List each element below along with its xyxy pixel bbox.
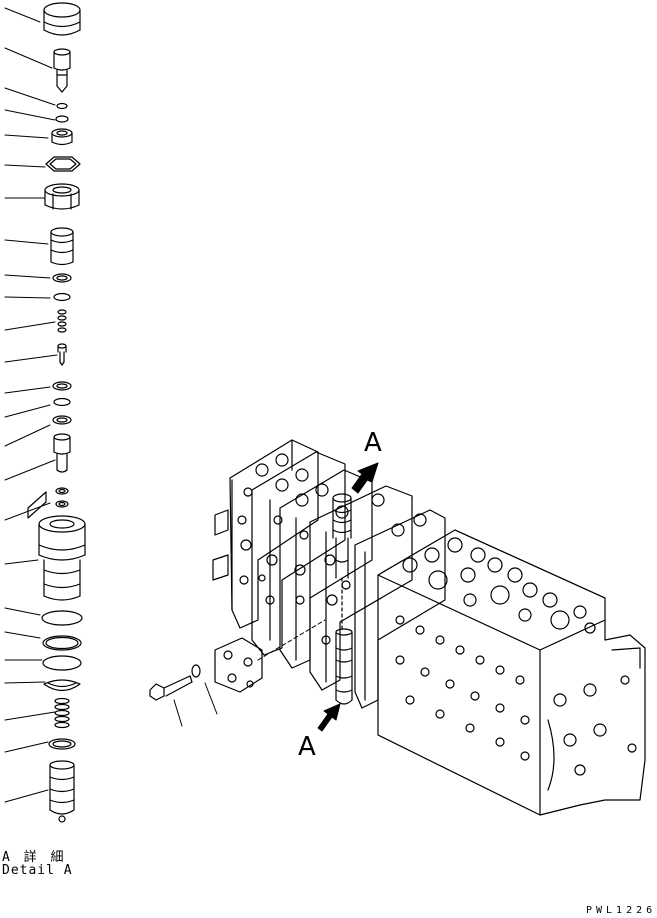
- sleeve: [50, 227, 74, 266]
- valve-housing: [38, 515, 86, 601]
- retainer-ring: [43, 679, 81, 692]
- valve-main-block: [377, 529, 646, 816]
- valve-section-4: [309, 485, 413, 691]
- o-ring-3: [55, 487, 69, 495]
- callout-a-lower: A: [298, 732, 316, 762]
- pilot-plug: [53, 48, 71, 93]
- valve-section-5: [354, 509, 446, 709]
- backup-ring-1: [52, 273, 72, 283]
- detail-a-exploded-parts: [4, 2, 86, 823]
- o-ring-large-2: [42, 655, 82, 671]
- cap-plug: [43, 2, 81, 36]
- o-ring-large-1: [41, 610, 83, 626]
- spring-small: [57, 309, 67, 333]
- backup-ring-3: [52, 415, 72, 425]
- o-ring-small-1: [56, 102, 68, 110]
- backup-ring-large: [42, 635, 82, 651]
- arrow-lower: [317, 703, 341, 732]
- poppet-pin: [57, 343, 67, 366]
- piston: [53, 433, 71, 473]
- relief-valve-assembled: [332, 493, 353, 705]
- washer: [191, 664, 201, 678]
- valve-section-1: [212, 439, 319, 629]
- seat-ring: [48, 738, 76, 750]
- o-ring-1: [53, 292, 71, 302]
- gasket: [45, 156, 81, 172]
- detail-caption-english: Detail A: [2, 863, 73, 878]
- o-ring-small-2: [55, 115, 69, 123]
- bolt: [149, 675, 193, 701]
- backup-ring-2: [52, 381, 72, 391]
- detail-caption-japanese: A 詳 細: [2, 850, 67, 865]
- leader-lines: [4, 7, 58, 803]
- plate: [27, 491, 47, 519]
- callout-a-upper: A: [364, 428, 382, 458]
- end-cover: [214, 637, 263, 693]
- o-ring-2: [53, 397, 71, 407]
- hex-nut-large: [44, 183, 80, 210]
- figure-code: PWL1226: [586, 905, 657, 916]
- valve-section-2: [251, 451, 346, 656]
- lock-nut: [51, 128, 73, 146]
- o-ring-4: [55, 500, 69, 508]
- spool: [49, 760, 75, 823]
- spring: [54, 697, 70, 729]
- arrow-upper: [351, 462, 379, 494]
- control-valve-assembly: [149, 439, 646, 816]
